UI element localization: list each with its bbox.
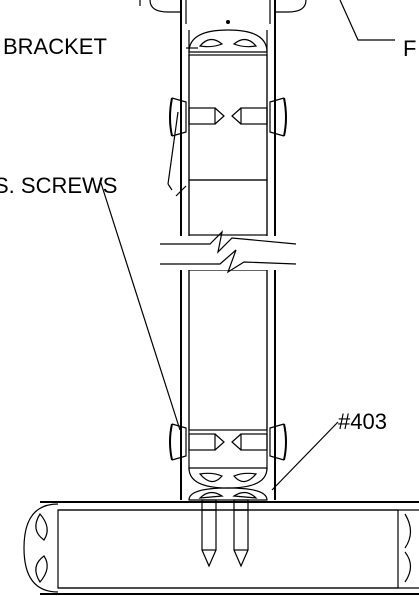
top-end-cap [188, 20, 268, 53]
lower-end-caps [188, 467, 268, 501]
lower-screw-right [231, 423, 287, 461]
screws-label: S. SCREWS [0, 173, 117, 198]
bottom-screw-right [233, 499, 249, 568]
part-number-label: #403 [338, 409, 387, 434]
bottom-screw-left [201, 499, 217, 568]
upper-screw-right [231, 97, 287, 137]
bottom-panel [23, 501, 419, 595]
right-top-label: F [403, 36, 416, 61]
break-line [160, 230, 297, 274]
lower-screw-left [169, 423, 225, 461]
leader-lines [99, 0, 395, 491]
upper-screw-left [169, 97, 225, 137]
top-bracket [139, 0, 307, 28]
bracket-label: BRACKET [3, 34, 107, 59]
